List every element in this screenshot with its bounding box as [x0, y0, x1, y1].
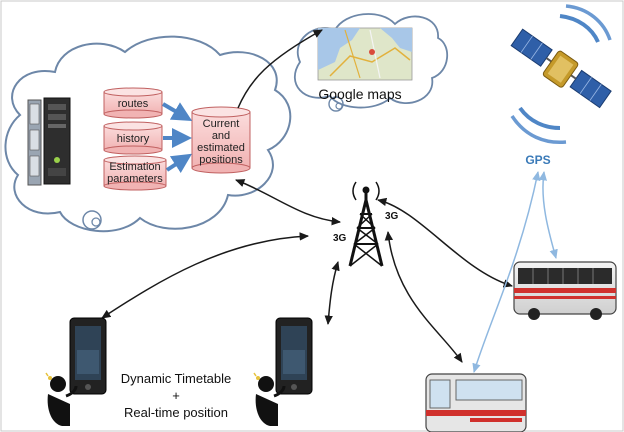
- bus-icon: [425, 373, 527, 432]
- tower-bus-bottom-link: [384, 230, 463, 363]
- gps-label: GPS: [525, 153, 550, 167]
- timetable-caption-line3: Real-time position: [124, 405, 228, 420]
- antenna-tower-icon: [348, 181, 384, 267]
- timetable-caption-line1: Dynamic Timetable: [121, 371, 232, 386]
- database-estimation: Estimation parameters: [103, 155, 167, 191]
- phone-left-tower-link: [101, 232, 310, 319]
- 3g-label-left: 3G: [333, 233, 347, 244]
- person-icon: [253, 372, 286, 426]
- maps-cloud-bubble-small: [335, 102, 343, 110]
- estimation-label-line2: parameters: [107, 173, 163, 185]
- gps-bus-right-link: [538, 170, 558, 260]
- database-positions: Current and estimated positions: [191, 106, 251, 174]
- maps-cloud-bubble-large: [328, 96, 344, 112]
- smartphone-icon: [69, 317, 107, 395]
- google-maps-label: Google maps: [318, 86, 401, 102]
- gps-links: [472, 170, 558, 374]
- cloud-bubble-small: [91, 217, 101, 227]
- phone-right-tower-link: [324, 260, 340, 326]
- satellite-icon: [510, 4, 612, 145]
- gps-bus-bottom-link: [472, 170, 541, 374]
- bus-icon: [513, 261, 617, 320]
- map-icon: [317, 27, 413, 81]
- positions-label-line4: positions: [199, 154, 243, 166]
- smartphone-icon: [275, 317, 313, 395]
- positions-label-line2: and: [212, 130, 230, 142]
- database-history: history: [103, 121, 163, 155]
- data-flow-arrows: [161, 102, 193, 174]
- server-icon: [27, 97, 71, 186]
- database-routes: routes: [103, 87, 163, 119]
- estimation-label-line1: Estimation: [109, 161, 160, 173]
- server-to-maps-arrow: [237, 29, 323, 109]
- positions-label-line3: estimated: [197, 142, 245, 154]
- server-tower-link: [235, 179, 342, 226]
- routes-label: routes: [118, 98, 149, 110]
- positions-label-line1: Current: [203, 118, 240, 130]
- cloud-bubble-large: [82, 210, 102, 230]
- person-icon: [45, 372, 78, 426]
- 3g-label-right: 3G: [385, 211, 399, 222]
- timetable-caption-line2: +: [172, 388, 180, 403]
- history-label: history: [117, 133, 150, 145]
